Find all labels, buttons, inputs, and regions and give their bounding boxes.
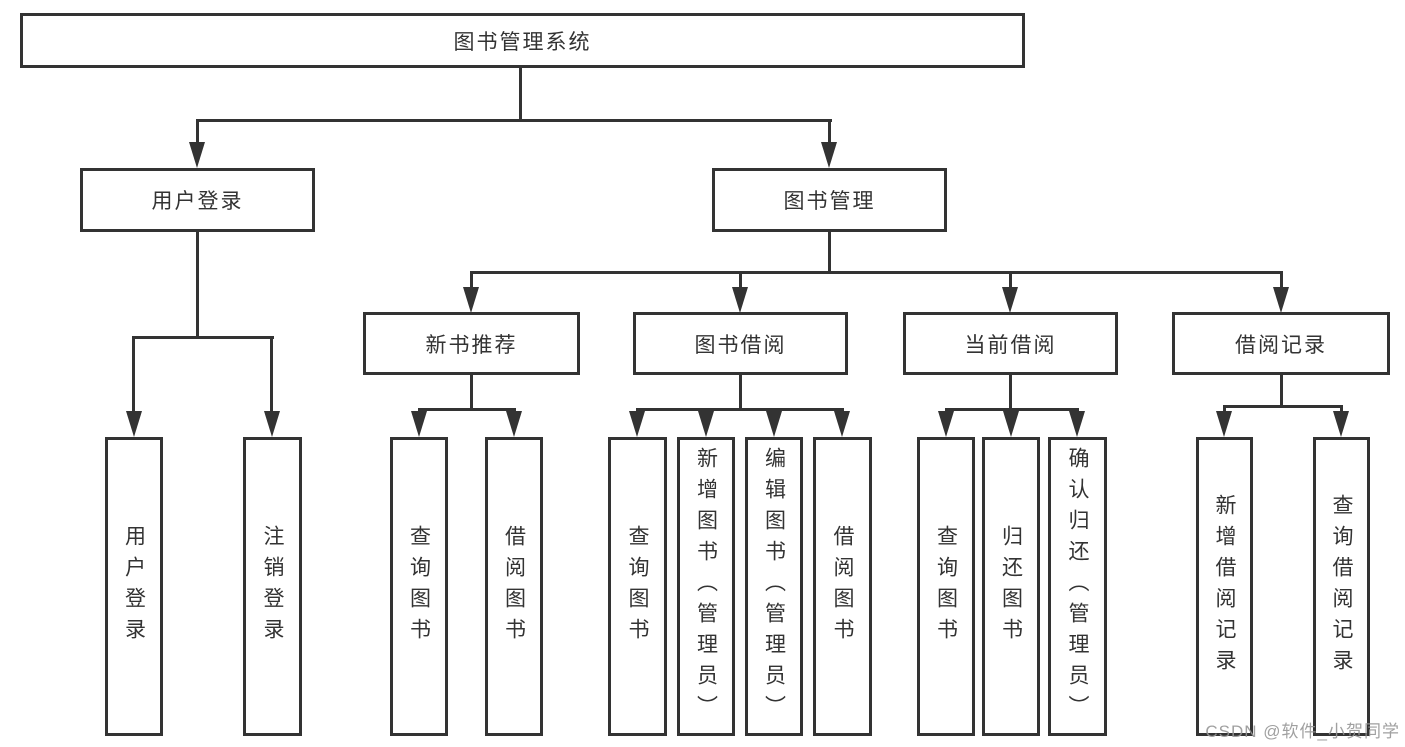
connector-line (519, 68, 522, 119)
arrow-down-icon (411, 411, 427, 437)
connector-line (470, 375, 473, 408)
connector-line (196, 232, 199, 336)
leaf-newbook-borrow-books: 借阅图书 (485, 437, 543, 736)
arrow-down-icon (126, 411, 142, 437)
leaf-borrow-add-books-admin: 新增图书（管理员） (677, 437, 735, 736)
leaf-records-add-record: 新增借阅记录 (1196, 437, 1253, 736)
connector-line (133, 336, 274, 339)
connector-line (945, 408, 1079, 411)
arrow-down-icon (506, 411, 522, 437)
connector-line (1009, 271, 1012, 292)
leaf-borrow-query-books: 查询图书 (608, 437, 667, 736)
connector-line (196, 119, 199, 147)
arrow-down-icon (1333, 411, 1349, 437)
connector-line (1280, 271, 1283, 292)
arrow-down-icon (1216, 411, 1232, 437)
leaf-borrow-borrow-books: 借阅图书 (813, 437, 872, 736)
connector-line (1009, 375, 1012, 408)
arrow-down-icon (264, 411, 280, 437)
leaf-current-return-books: 归还图书 (982, 437, 1040, 736)
csdn-watermark: CSDN @软件_小贺同学 (1205, 722, 1400, 741)
connector-line (828, 232, 831, 271)
connector-line (739, 271, 742, 292)
node-book-management: 图书管理 (712, 168, 947, 232)
connector-line (418, 408, 516, 411)
arrow-down-icon (1002, 287, 1018, 313)
arrow-down-icon (1069, 411, 1085, 437)
node-borrow-records: 借阅记录 (1172, 312, 1390, 375)
node-current-borrow: 当前借阅 (903, 312, 1118, 375)
leaf-newbook-query-books: 查询图书 (390, 437, 448, 736)
arrow-down-icon (698, 411, 714, 437)
arrow-down-icon (938, 411, 954, 437)
leaf-user-login: 用户登录 (105, 437, 163, 736)
connector-line (828, 119, 831, 147)
arrow-down-icon (766, 411, 782, 437)
connector-line (132, 336, 135, 413)
arrow-down-icon (1273, 287, 1289, 313)
leaf-current-query-books: 查询图书 (917, 437, 975, 736)
arrow-down-icon (732, 287, 748, 313)
connector-line (1280, 375, 1283, 405)
connector-line (739, 375, 742, 408)
connector-line (636, 408, 844, 411)
connector-line (1340, 405, 1343, 414)
connector-line (470, 271, 1283, 274)
connector-line (196, 119, 832, 122)
connector-line (1223, 405, 1343, 408)
connector-line (470, 271, 473, 292)
node-book-borrow: 图书借阅 (633, 312, 848, 375)
node-new-book-recommend: 新书推荐 (363, 312, 580, 375)
connector-line (270, 336, 273, 413)
leaf-borrow-edit-books-admin: 编辑图书（管理员） (745, 437, 803, 736)
arrow-down-icon (189, 142, 205, 168)
arrow-down-icon (834, 411, 850, 437)
arrow-down-icon (821, 142, 837, 168)
node-user-login: 用户登录 (80, 168, 315, 232)
leaf-records-query-record: 查询借阅记录 (1313, 437, 1370, 736)
leaf-logout: 注销登录 (243, 437, 302, 736)
leaf-current-confirm-return-admin: 确认归还（管理员） (1048, 437, 1107, 736)
arrow-down-icon (463, 287, 479, 313)
arrow-down-icon (1003, 411, 1019, 437)
arrow-down-icon (629, 411, 645, 437)
node-root: 图书管理系统 (20, 13, 1025, 68)
connector-line (1223, 405, 1226, 414)
